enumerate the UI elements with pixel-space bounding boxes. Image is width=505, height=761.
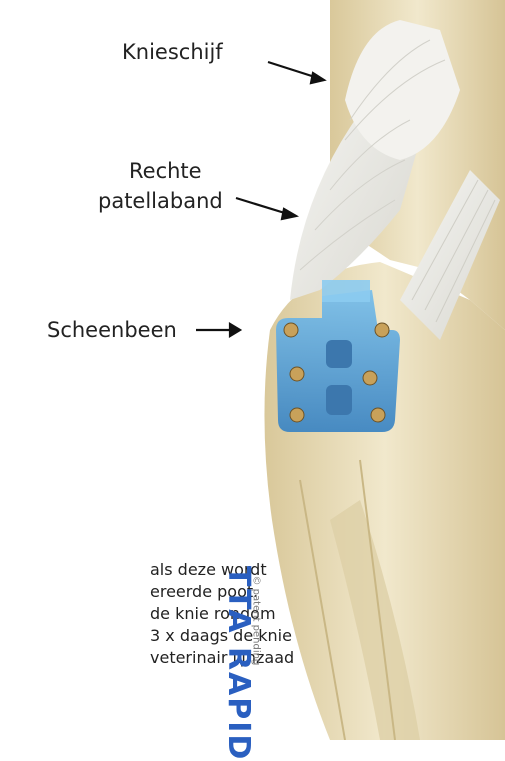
kneecap-label: Knieschijf <box>122 38 223 66</box>
tta-rapid-logo: © patent pending TTA RAPID <box>238 570 318 660</box>
ligament-label-line1: Rechte <box>129 157 202 185</box>
tibia-label: Scheenbeen <box>47 316 177 344</box>
ligament-label-line2: patellaband <box>98 187 223 215</box>
brand-logo-text: TTA RAPID <box>221 566 256 761</box>
